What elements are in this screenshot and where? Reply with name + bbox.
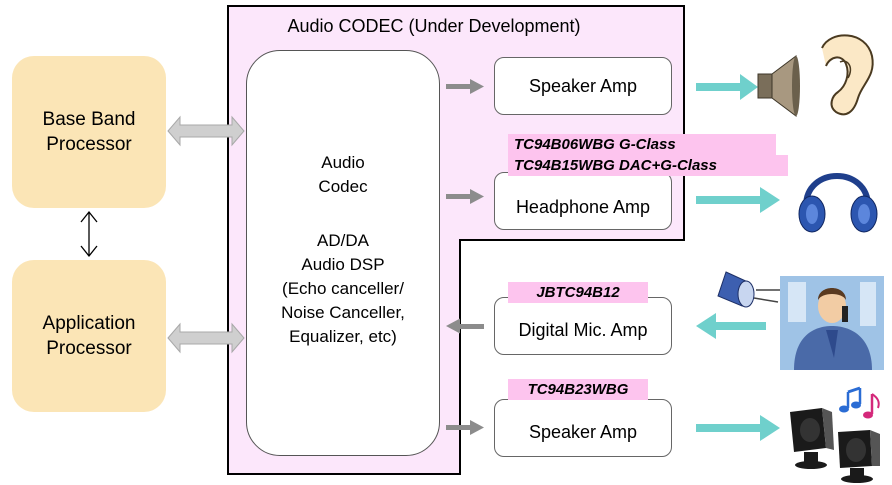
speaker-amp-top-label: Speaker Amp xyxy=(528,75,638,96)
person-on-phone-icon xyxy=(780,276,884,370)
digital-mic-amp-label: Digital Mic. Amp xyxy=(518,319,648,340)
core-line-codec: Codec xyxy=(318,177,368,196)
speaker2-output-arrow xyxy=(696,415,780,441)
music-notes-icon xyxy=(839,386,880,419)
speaker-amp-bottom-label: Speaker Amp xyxy=(528,421,638,442)
headphones-icon xyxy=(798,173,878,233)
application-label-line2: Processor xyxy=(46,338,132,359)
headphone-part-2: TC94B15WBG DAC+G-Class xyxy=(514,157,717,174)
speaker-part: TC94B23WBG xyxy=(527,381,629,398)
processor-link-arrow xyxy=(80,210,98,258)
core-line-echo: (Echo canceller/ xyxy=(282,279,404,298)
mic-part-tag: JBTC94B12 xyxy=(508,282,648,303)
speaker-amp-top: Speaker Amp xyxy=(494,57,672,115)
audio-codec-core: Audio Codec AD/DA Audio DSP (Echo cancel… xyxy=(246,50,440,456)
base-band-label-line2: Processor xyxy=(46,134,132,155)
desktop-speakers-icon xyxy=(790,408,880,483)
core-line-adda: AD/DA xyxy=(317,231,369,250)
baseband-codec-arrow xyxy=(167,115,245,147)
codec-to-speaker2-arrow xyxy=(446,420,484,435)
speaker-part-tag: TC94B23WBG xyxy=(508,379,648,400)
core-line-noise: Noise Canceller, xyxy=(281,303,405,322)
application-label-line1: Application xyxy=(42,313,136,334)
digital-mic-amp: Digital Mic. Amp xyxy=(494,297,672,355)
speaker-amp-bottom: Speaker Amp xyxy=(494,399,672,457)
mic-part: JBTC94B12 xyxy=(536,284,620,301)
base-band-processor: Base Band Processor xyxy=(12,56,166,208)
core-line-audio: Audio xyxy=(321,153,365,172)
application-codec-arrow xyxy=(167,322,245,354)
codec-to-headphone-arrow xyxy=(446,189,484,204)
codec-to-speaker-arrow xyxy=(446,79,484,94)
base-band-label-line1: Base Band xyxy=(42,109,136,130)
speaker-output-arrow xyxy=(696,74,758,100)
headphone-output-arrow xyxy=(696,187,780,213)
application-processor: Application Processor xyxy=(12,260,166,412)
loudspeaker-icon xyxy=(757,55,800,117)
headphone-amp-label: Headphone Amp xyxy=(515,196,651,217)
headphone-part-tag-2: TC94B15WBG DAC+G-Class xyxy=(508,155,788,176)
ear-icon xyxy=(821,34,874,116)
core-line-equalizer: Equalizer, etc) xyxy=(289,327,397,346)
headphone-part-1: TC94B06WBG G-Class xyxy=(514,136,676,153)
mic-to-codec-arrow xyxy=(446,318,484,334)
headphone-amp: Headphone Amp xyxy=(494,172,672,230)
mic-input-arrow xyxy=(696,313,766,339)
microphone-icon xyxy=(717,271,780,308)
codec-title: Audio CODEC (Under Development) xyxy=(287,16,581,36)
headphone-part-tag-1: TC94B06WBG G-Class xyxy=(508,134,776,155)
core-line-dsp: Audio DSP xyxy=(301,255,385,274)
